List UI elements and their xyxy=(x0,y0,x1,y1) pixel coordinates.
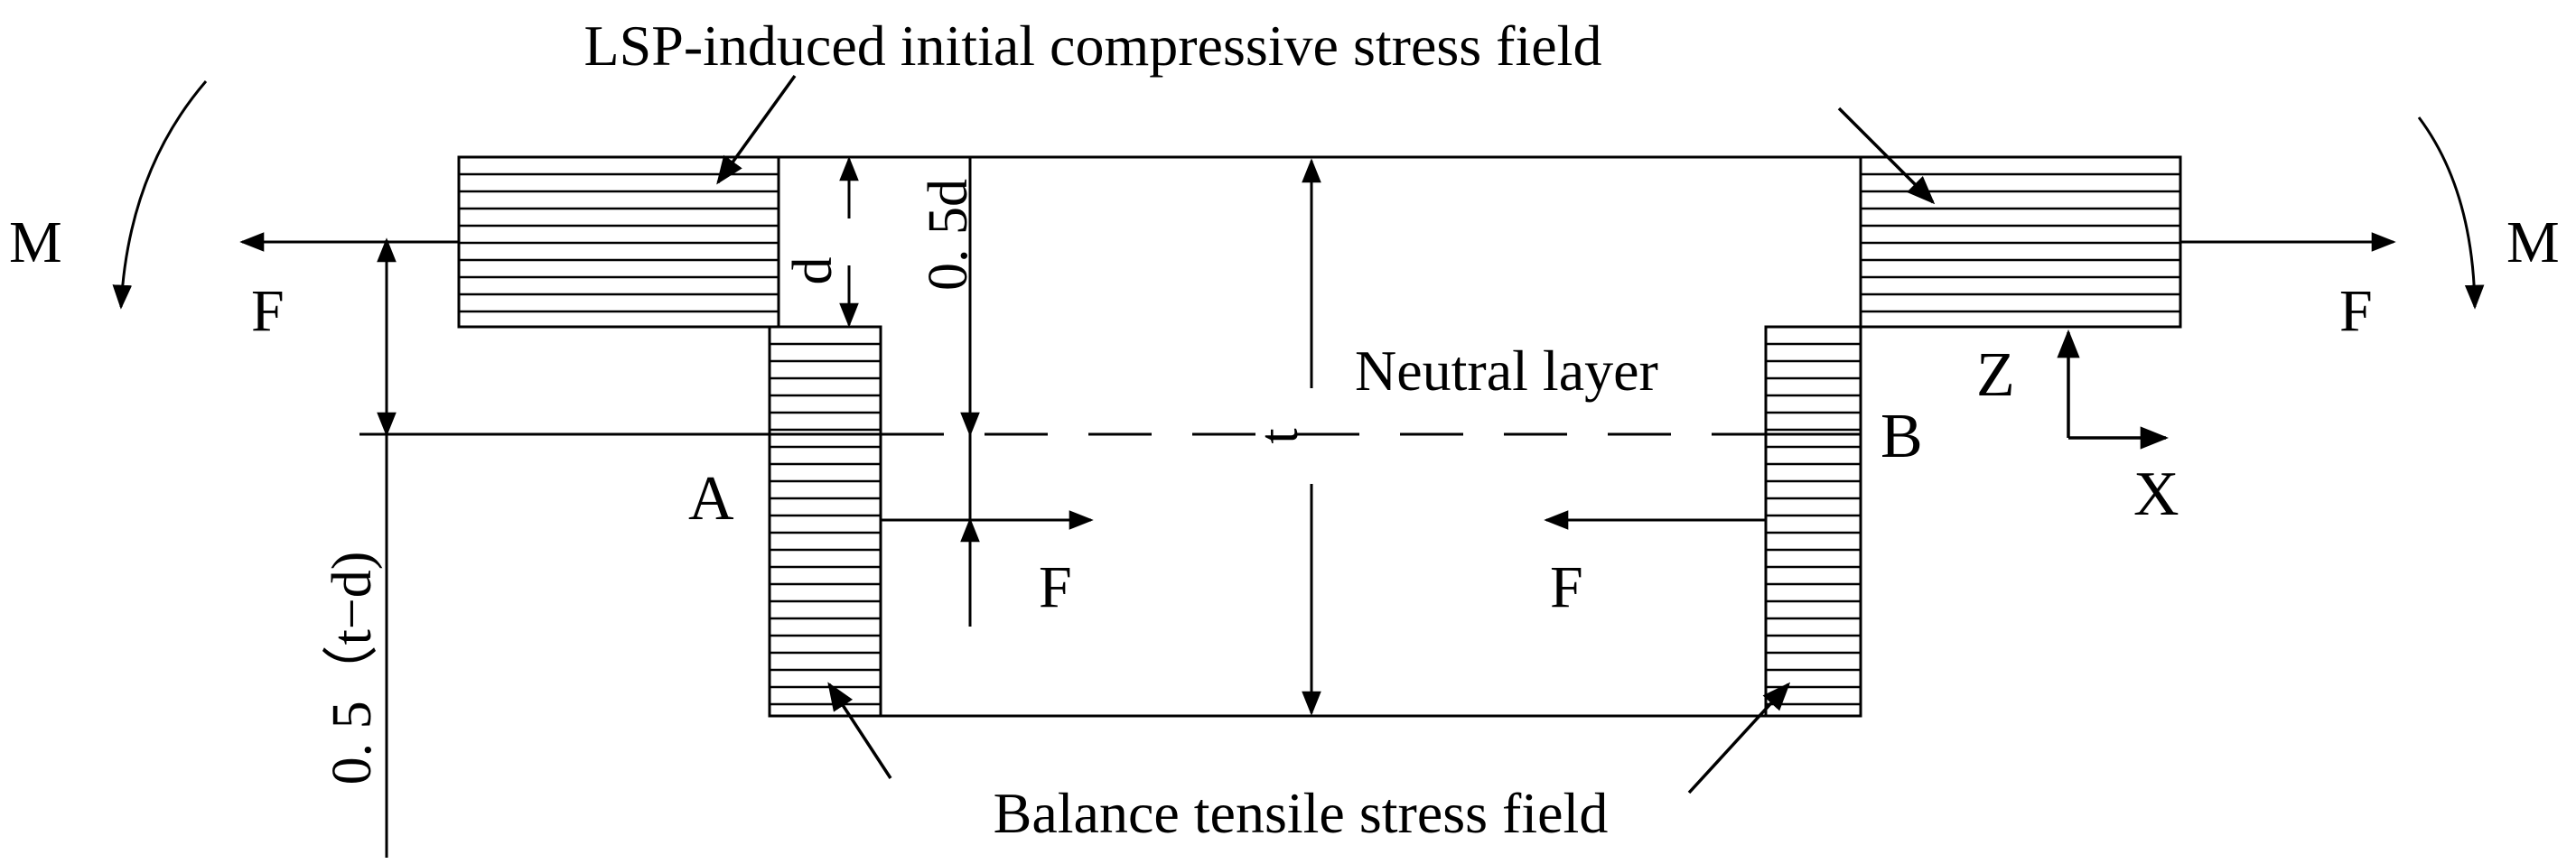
callout-arrow-tensile-right xyxy=(1687,682,1791,794)
axis-z-label: Z xyxy=(1976,340,2015,410)
moment-arrow-left xyxy=(112,80,208,310)
moment-arrow-right xyxy=(2417,116,2485,310)
dim-half-d-label: 0. 5d xyxy=(918,179,979,291)
dim-d-label: d xyxy=(782,257,844,285)
callout-arrow-compressive-right xyxy=(1837,107,1936,205)
force-label-mid-right: F xyxy=(1550,554,1583,620)
moment-label-right: M xyxy=(2506,209,2560,275)
dim-t-label: t xyxy=(1248,428,1310,443)
compressive-field-label: LSP-induced initial compressive stress f… xyxy=(584,14,1602,78)
tensile-block-left xyxy=(768,325,882,718)
point-b-label: B xyxy=(1881,402,1923,471)
callout-arrow-tensile-left xyxy=(827,682,892,779)
coordinate-axes xyxy=(2057,329,2170,450)
dim-half-t-minus-d-label: 0. 5（t−d) xyxy=(322,552,383,785)
force-label-top-right: F xyxy=(2339,278,2373,344)
axis-x-label: X xyxy=(2133,460,2179,529)
tensile-block-right xyxy=(1764,325,1862,718)
force-label-top-left: F xyxy=(251,278,285,344)
compressive-block-left xyxy=(457,155,780,329)
neutral-layer-label: Neutral layer xyxy=(1355,339,1658,403)
tensile-field-label: Balance tensile stress field xyxy=(994,781,1609,845)
callout-arrow-compressive-left xyxy=(716,74,797,185)
specimen-outline xyxy=(779,155,1861,718)
moment-label-left: M xyxy=(9,209,62,275)
compressive-block-right xyxy=(1859,155,2182,329)
force-label-mid-left: F xyxy=(1039,554,1072,620)
point-a-label: A xyxy=(688,464,734,534)
